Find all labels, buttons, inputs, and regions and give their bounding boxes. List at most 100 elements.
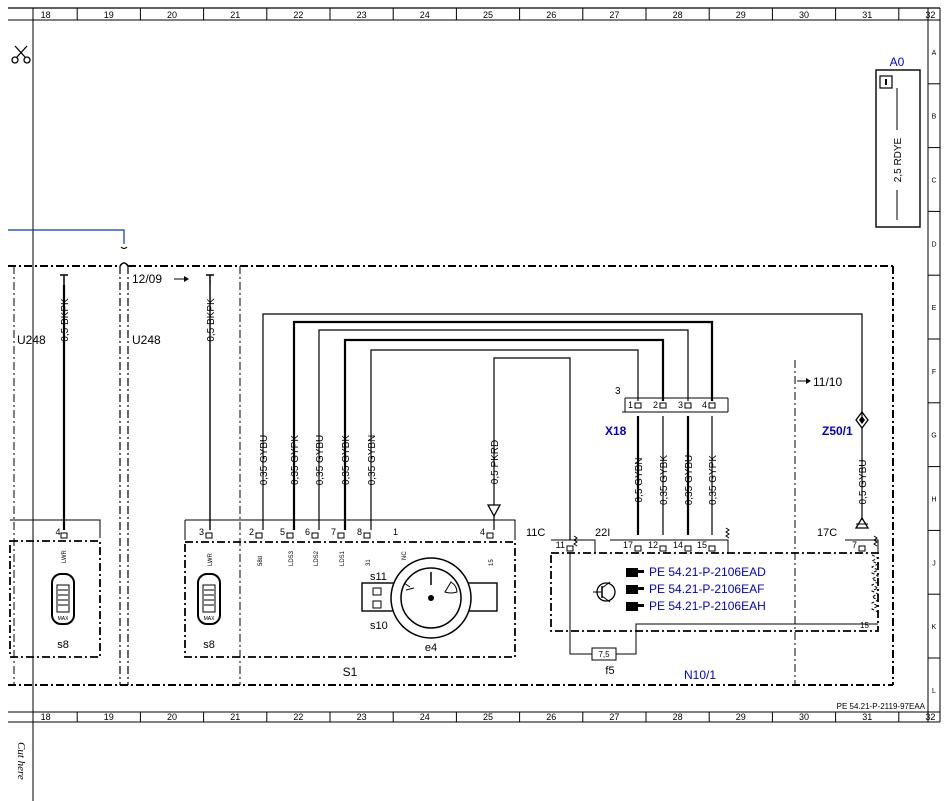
column-number: 20 xyxy=(167,10,177,20)
main-enclosure xyxy=(8,265,894,686)
cross-ref-right: 11/10 xyxy=(813,375,842,389)
column-number: 32 xyxy=(925,712,935,722)
wire-pkrd: 0,5 PKRD xyxy=(490,440,501,484)
s1-pin-number: 8 xyxy=(357,527,362,537)
s8-right-label: s8 xyxy=(203,639,215,651)
f5-label: f5 xyxy=(605,665,614,677)
max-label-left: MAX xyxy=(58,616,70,622)
s1-pin-number: 3 xyxy=(199,527,204,537)
document-id: PE 54.21-P-2119-97EAA xyxy=(837,702,926,711)
column-number: 18 xyxy=(41,10,51,20)
column-number: 31 xyxy=(862,10,872,20)
row-letter: J xyxy=(932,560,936,567)
column-number: 29 xyxy=(736,712,746,722)
info-box-title: A0 xyxy=(890,55,905,69)
e4-label: e4 xyxy=(425,642,437,654)
wire-gybu-4: 0,5 GYBU xyxy=(858,459,869,504)
s1-label: S1 xyxy=(343,665,358,679)
wire-gybk-1: 0,35 GYBK xyxy=(341,435,352,485)
column-number: 24 xyxy=(420,10,430,20)
s10-label: s10 xyxy=(370,620,388,632)
column-number: 18 xyxy=(41,712,51,722)
wire-gybn-1: 0,35 GYBN xyxy=(367,435,378,486)
max-label-right: MAX xyxy=(204,616,216,622)
s1-pin-label: LWR xyxy=(208,552,214,566)
column-number: 22 xyxy=(293,10,303,20)
n10-pin-15b: 15 xyxy=(860,621,869,630)
column-number: 32 xyxy=(925,10,935,20)
column-number: 22 xyxy=(293,712,303,722)
column-number: 19 xyxy=(104,712,114,722)
s1-pin-label: LDS3 xyxy=(289,550,295,566)
f5-value: 7,5 xyxy=(598,650,610,659)
connector-17c: 17C xyxy=(817,527,837,539)
wire-gypk-2: 0,35 GYPK xyxy=(708,455,719,505)
x18-pin-number: 2 xyxy=(653,400,658,410)
cross-ref-left: 12/09 xyxy=(132,272,162,286)
connector-11c: 11C xyxy=(526,527,545,539)
wire-routing xyxy=(262,313,863,540)
wire-gybu-3: 0,35 GYBU xyxy=(684,455,695,506)
n10-label: N10/1 xyxy=(684,668,716,682)
n10-pin-number: 11 xyxy=(556,540,565,550)
row-letter: B xyxy=(932,114,937,121)
z50-label: Z50/1 xyxy=(822,424,853,438)
n10-pin-number: 17 xyxy=(623,540,633,550)
row-letter: C xyxy=(931,178,936,185)
pointing-hand-icon xyxy=(626,585,644,594)
s1-pin-label: LDS1 xyxy=(340,550,346,566)
s1-pin-label: LDS2 xyxy=(314,550,320,566)
row-letter: H xyxy=(931,497,936,504)
wire-bkpk-1: 0,5 BKPK xyxy=(60,298,71,342)
lwr-label-left: LWR xyxy=(62,549,68,563)
s8-left-component: MAX 4 LWR s8 xyxy=(9,519,101,658)
row-letter: A xyxy=(932,50,937,57)
reference-link[interactable]: PE 54.21-P-2106EAF xyxy=(649,582,764,596)
s1-pin-number: 1 xyxy=(393,527,398,537)
wire-bkpk-2: 0,5 BKPK xyxy=(206,298,217,342)
row-letter: E xyxy=(932,305,937,312)
s1-switch-block: MAX s8 S1 s11 s10 e4 3LWR258d5LDS36LDS27… xyxy=(184,519,516,679)
row-letter: G xyxy=(931,433,936,440)
column-number: 30 xyxy=(799,712,809,722)
row-letter: F xyxy=(932,369,936,376)
s1-pin-label: 31 xyxy=(366,559,372,566)
n10-pin-number: 7 xyxy=(852,540,857,550)
n10-module: 11C 22I 17C N10/1 PE 54.21-P-2106EAD PE 5… xyxy=(526,527,880,682)
s8-left-pin: 4 xyxy=(55,527,60,537)
s1-pin-number: 4 xyxy=(480,527,485,537)
ground-symbol-left xyxy=(60,274,68,285)
row-letter: D xyxy=(931,241,936,248)
reference-link[interactable]: PE 54.21-P-2106EAD xyxy=(649,565,766,579)
column-number: 29 xyxy=(736,10,746,20)
column-number: 25 xyxy=(483,10,493,20)
wire-gybu-1: 0,35 GYBU xyxy=(259,435,270,486)
z50-splice-icon xyxy=(855,410,869,430)
info-box-wire: 2,5 RDYE xyxy=(893,137,904,182)
s1-pin-number: 6 xyxy=(305,527,310,537)
column-number: 30 xyxy=(799,10,809,20)
reference-link[interactable]: PE 54.21-P-2106EAH xyxy=(649,599,766,613)
n10-pin-number: 12 xyxy=(648,540,658,550)
s1-pin-number: 7 xyxy=(331,527,336,537)
column-number: 28 xyxy=(673,10,683,20)
column-number: 31 xyxy=(862,712,872,722)
x18-pin-number: 1 xyxy=(628,400,633,410)
wire-gybk-2: 0,35 GYBK xyxy=(659,455,670,505)
blue-wire xyxy=(8,229,125,244)
pointing-hand-icon xyxy=(626,602,644,611)
s1-pin-number: 2 xyxy=(249,527,254,537)
wire-gybn-2: 0,5 GYBN xyxy=(634,457,645,502)
cut-here-label: Cut here xyxy=(15,742,27,780)
scissors-icon xyxy=(11,45,31,64)
column-number: 23 xyxy=(357,712,367,722)
connector-22i: 22I xyxy=(595,527,610,539)
column-number: 26 xyxy=(546,10,556,20)
column-number: 27 xyxy=(609,10,619,20)
x18-pin-group: 3 xyxy=(615,386,621,397)
